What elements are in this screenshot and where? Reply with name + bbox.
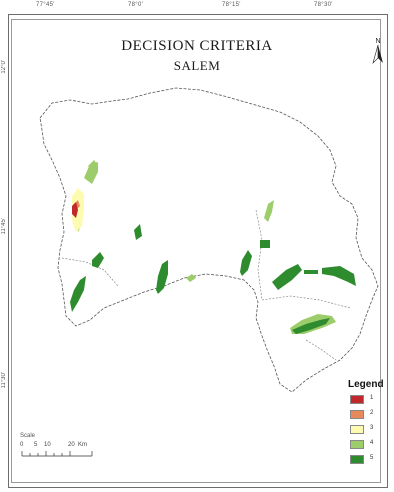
- longitude-tick: 77°45': [36, 2, 55, 8]
- class-5-zones: [70, 224, 356, 334]
- legend-label: 2: [370, 410, 374, 416]
- legend-label: 1: [370, 395, 374, 401]
- scale-tick: 0: [20, 442, 24, 448]
- taluk-boundary: [305, 339, 337, 361]
- scale-tick: 20: [68, 442, 75, 448]
- class-1-zones: [72, 202, 78, 218]
- scale-label: Scale: [20, 433, 36, 439]
- legend-title: Legend: [348, 379, 384, 390]
- legend-swatch: [350, 425, 364, 434]
- scale-bar: [21, 451, 93, 457]
- taluk-boundary: [61, 257, 119, 287]
- legend-swatch: [350, 395, 364, 404]
- legend-label: 5: [370, 455, 374, 461]
- map-subtitle: SALEM: [173, 58, 221, 73]
- map-frame: [8, 14, 388, 488]
- legend-swatch: [350, 455, 364, 464]
- north-arrow-icon: N: [372, 38, 383, 65]
- legend-swatch: [350, 410, 364, 419]
- map-title: DECISION CRITERIA: [121, 38, 273, 54]
- district-boundary: [39, 87, 379, 393]
- scale-tick: Km: [78, 442, 87, 448]
- longitude-tick: 78°0': [128, 2, 144, 8]
- longitude-tick: 78°30': [314, 2, 333, 8]
- scale-tick-labels: 0 5 10 20 Km: [20, 442, 100, 450]
- scale-tick: 10: [44, 442, 51, 448]
- longitude-tick: 78°15': [222, 2, 241, 8]
- taluk-boundary: [261, 295, 351, 309]
- map-neatline: [11, 19, 381, 483]
- legend-swatch: [350, 440, 364, 449]
- scale-tick: 5: [34, 442, 38, 448]
- north-label: N: [375, 38, 380, 45]
- legend-label: 4: [370, 440, 374, 446]
- taluk-boundary: [255, 209, 263, 301]
- legend-label: 3: [370, 425, 374, 431]
